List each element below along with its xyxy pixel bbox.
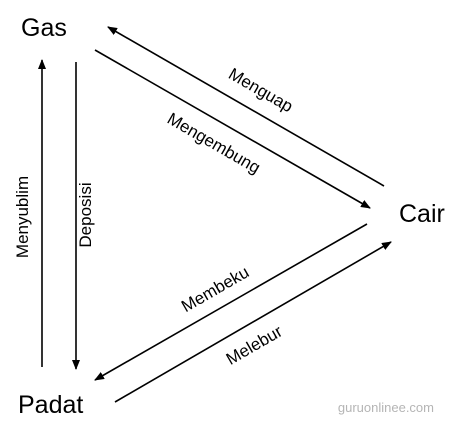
arrow-condense [94,49,371,209]
process-evaporate-label: Menguap [225,64,296,116]
arrow-evaporate [107,26,385,187]
watermark-text: guruonlinee.com [338,400,434,415]
process-melt-label: Melebur [223,321,286,368]
state-solid-label: Padat [18,391,83,419]
process-deposit-label: Deposisi [76,182,95,247]
state-liquid-label: Cair [399,200,445,228]
state-gas-label: Gas [21,14,67,42]
arrow-melt [114,241,392,403]
process-freeze-label: Membeku [178,262,252,316]
process-sublimate-label: Menyublim [13,176,32,258]
process-condense-label: Mengembung [164,109,264,177]
arrow-freeze [94,223,368,381]
